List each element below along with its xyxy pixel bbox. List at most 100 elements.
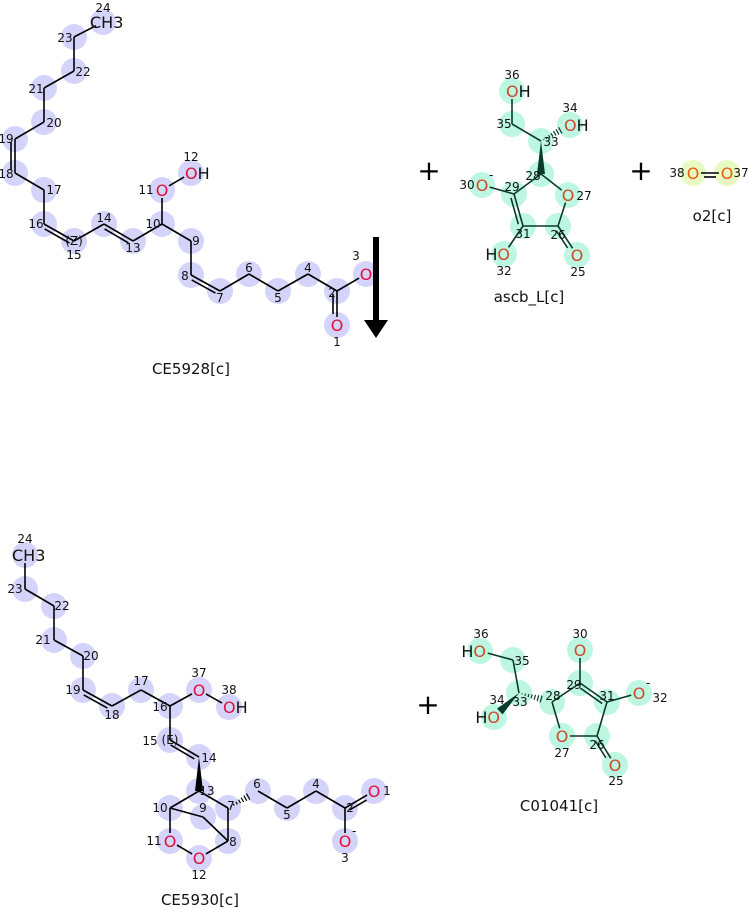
atom-highlight (491, 241, 517, 267)
atom-number: 4 (304, 261, 312, 275)
atom-number: 13 (125, 241, 140, 255)
atom-label: O (609, 756, 622, 775)
atom-number: 28 (525, 169, 540, 183)
plus-sign: + (417, 154, 440, 187)
atom-number: 23 (57, 31, 72, 45)
atom-label: O (360, 265, 373, 284)
bond (132, 223, 163, 242)
bond (344, 794, 368, 809)
bond (14, 172, 45, 191)
arrow-shaft (373, 237, 379, 322)
bond (205, 840, 229, 855)
atom-labels: CH3242322212019181716(Z)15141310O11OH129… (0, 1, 749, 882)
atom-number: 24 (95, 1, 110, 15)
atom-number: 12 (191, 868, 206, 882)
bond (176, 844, 193, 855)
atom-highlight (361, 778, 387, 804)
atom-number: 1 (383, 784, 391, 798)
atom-label: O (156, 181, 169, 200)
plus-sign: + (629, 154, 652, 187)
bond (103, 223, 134, 242)
bond (202, 816, 229, 842)
bond (111, 689, 142, 707)
atom-number: 10 (145, 217, 160, 231)
atom-number: 35 (496, 117, 511, 131)
atom-number: 7 (227, 799, 235, 813)
bond (53, 639, 84, 657)
atom-label: OH (223, 698, 248, 717)
atom-label: HO (475, 708, 500, 727)
atom-number: 37 (191, 666, 206, 680)
bond (594, 740, 607, 759)
reaction-arrow (364, 237, 388, 338)
atom-number: 33 (512, 695, 527, 709)
molecule-name-ce5930: CE5930[c] (161, 891, 239, 909)
atom-number: 27 (554, 746, 569, 760)
bond (140, 689, 171, 707)
hash-bond (235, 801, 238, 805)
atom-highlight (680, 160, 706, 186)
atom-label: CH3 (90, 13, 123, 32)
charge-label: - (352, 824, 356, 838)
bond (104, 228, 129, 244)
bond (257, 790, 288, 809)
atom-number: 37 (733, 166, 748, 180)
atom-highlight (567, 637, 593, 663)
bond (315, 790, 346, 809)
bond (579, 687, 603, 705)
atom-number: 14 (96, 211, 111, 225)
atom-number: 14 (201, 751, 216, 765)
atom-highlight (353, 261, 379, 287)
atom-highlight (324, 312, 350, 338)
bond (168, 176, 185, 187)
atom-highlight (469, 172, 495, 198)
atom-number: 31 (599, 689, 614, 703)
atom-number: 20 (46, 116, 61, 130)
atom-label: O (687, 164, 700, 183)
hash-bond (232, 803, 235, 806)
atom-highlight (714, 160, 740, 186)
bond (511, 123, 542, 142)
hash-bond (547, 134, 551, 139)
bond (191, 279, 216, 294)
atom-number: 26 (550, 228, 565, 242)
charge-label: - (646, 676, 650, 690)
atom-number: 11 (146, 834, 161, 848)
atom-number: 32 (652, 691, 667, 705)
atom-number: 28 (545, 689, 560, 703)
atom-label: O (571, 246, 584, 265)
atom-number: 22 (75, 65, 90, 79)
hash-bond (245, 793, 251, 800)
atom-highlight (602, 752, 628, 778)
atom-number: 30 (572, 627, 587, 641)
atom-number: 38 (669, 166, 684, 180)
atom-number: 34 (489, 693, 504, 707)
atom-label: O (562, 186, 575, 205)
atom-number: 32 (496, 264, 511, 278)
hash-bond (558, 127, 563, 134)
atom-highlight (555, 182, 581, 208)
wedge-bond (537, 141, 545, 174)
atom-number: 20 (83, 649, 98, 663)
bond (513, 193, 524, 227)
molecule-name-ce5928: CE5928[c] (152, 360, 230, 378)
atom-label: O (193, 681, 206, 700)
bond (169, 693, 193, 707)
atom-number: 5 (274, 291, 282, 305)
atom-number: 34 (562, 101, 577, 115)
atom-number: 18 (104, 708, 119, 722)
hash-bond (527, 693, 530, 698)
atom-number: 30 (459, 178, 474, 192)
atom-number: 15 (66, 248, 81, 262)
bond (286, 790, 317, 809)
atom-number: 19 (0, 132, 14, 146)
atom-highlight (564, 242, 590, 268)
atom-number: 12 (183, 150, 198, 164)
atom-number: 33 (543, 135, 558, 149)
bond (557, 225, 574, 249)
stereo-label: (E) (162, 733, 179, 747)
bond (512, 659, 520, 694)
atom-highlight (216, 694, 242, 720)
atom-highlight (12, 542, 38, 568)
